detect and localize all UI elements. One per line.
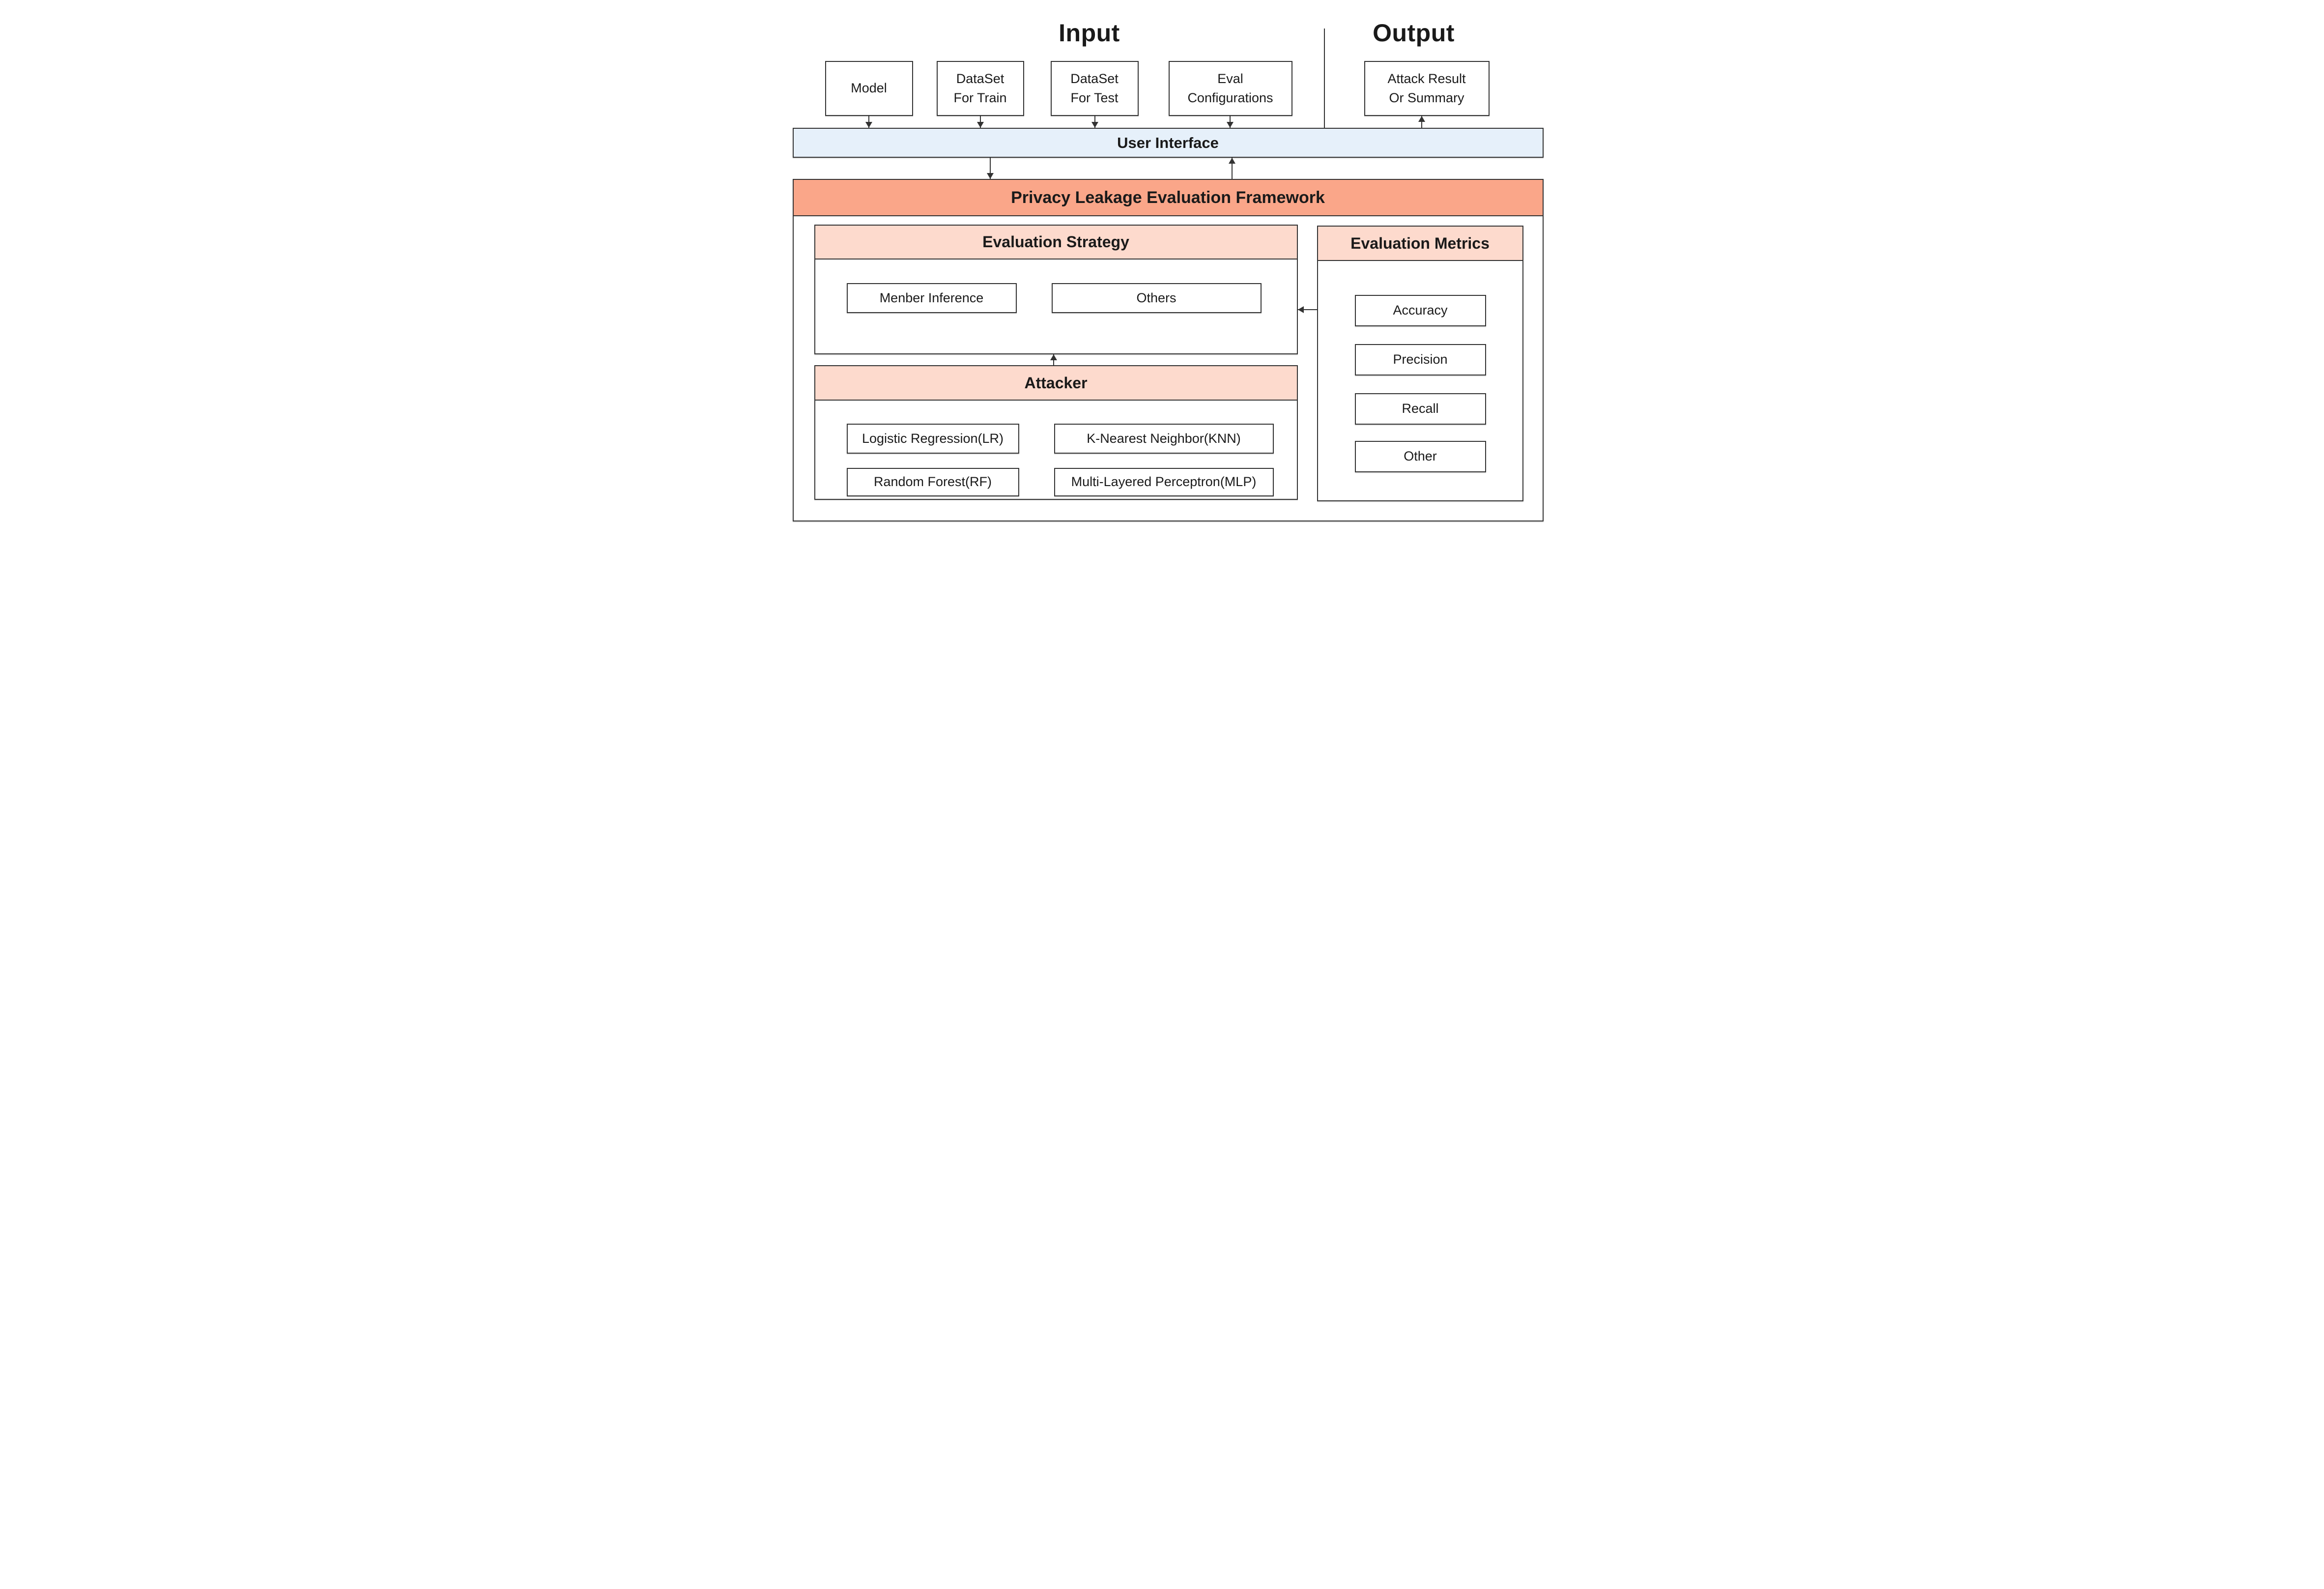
evaluation-metrics-header: Evaluation Metrics xyxy=(1317,226,1523,261)
metrics-box-other: Other xyxy=(1354,441,1486,472)
arrow-eval-config-to-ui xyxy=(1229,116,1231,128)
input-box-dataset-train: DataSet For Train xyxy=(936,61,1024,116)
arrow-dataset-train-to-ui xyxy=(979,116,981,128)
input-box-eval-configurations: Eval Configurations xyxy=(1168,61,1292,116)
metrics-box-precision: Precision xyxy=(1354,344,1486,376)
attacker-box-logistic-regression: Logistic Regression(LR) xyxy=(846,424,1019,454)
arrow-ui-to-framework xyxy=(989,158,991,179)
attacker-box-knn: K-Nearest Neighbor(KNN) xyxy=(1054,424,1274,454)
metrics-box-recall: Recall xyxy=(1354,393,1486,425)
input-box-dataset-test: DataSet For Test xyxy=(1050,61,1139,116)
arrow-model-to-ui xyxy=(868,116,869,128)
arrow-dataset-test-to-ui xyxy=(1094,116,1095,128)
attacker-box-random-forest: Random Forest(RF) xyxy=(846,468,1019,496)
metrics-box-accuracy: Accuracy xyxy=(1354,295,1486,326)
diagram-canvas: Input Output Model DataSet For Train Dat… xyxy=(775,0,1549,530)
arrow-attacker-to-strategy xyxy=(1053,354,1054,365)
attacker-header: Attacker xyxy=(814,365,1298,401)
input-box-model: Model xyxy=(825,61,913,116)
attacker-box-mlp: Multi-Layered Perceptron(MLP) xyxy=(1054,468,1274,496)
output-section-title: Output xyxy=(1373,19,1455,47)
strategy-box-others: Others xyxy=(1051,283,1262,313)
output-box-attack-result: Attack Result Or Summary xyxy=(1364,61,1490,116)
arrow-ui-to-attack-result xyxy=(1421,116,1422,128)
input-output-divider xyxy=(1323,29,1325,128)
evaluation-strategy-header: Evaluation Strategy xyxy=(814,225,1298,260)
arrow-framework-to-ui xyxy=(1231,158,1233,179)
user-interface-bar: User Interface xyxy=(792,128,1544,158)
strategy-box-member-inference: Menber Inference xyxy=(846,283,1017,313)
input-section-title: Input xyxy=(1059,19,1120,47)
framework-title-bar: Privacy Leakage Evaluation Framework xyxy=(792,179,1544,216)
arrow-metrics-to-strategy xyxy=(1297,309,1317,310)
